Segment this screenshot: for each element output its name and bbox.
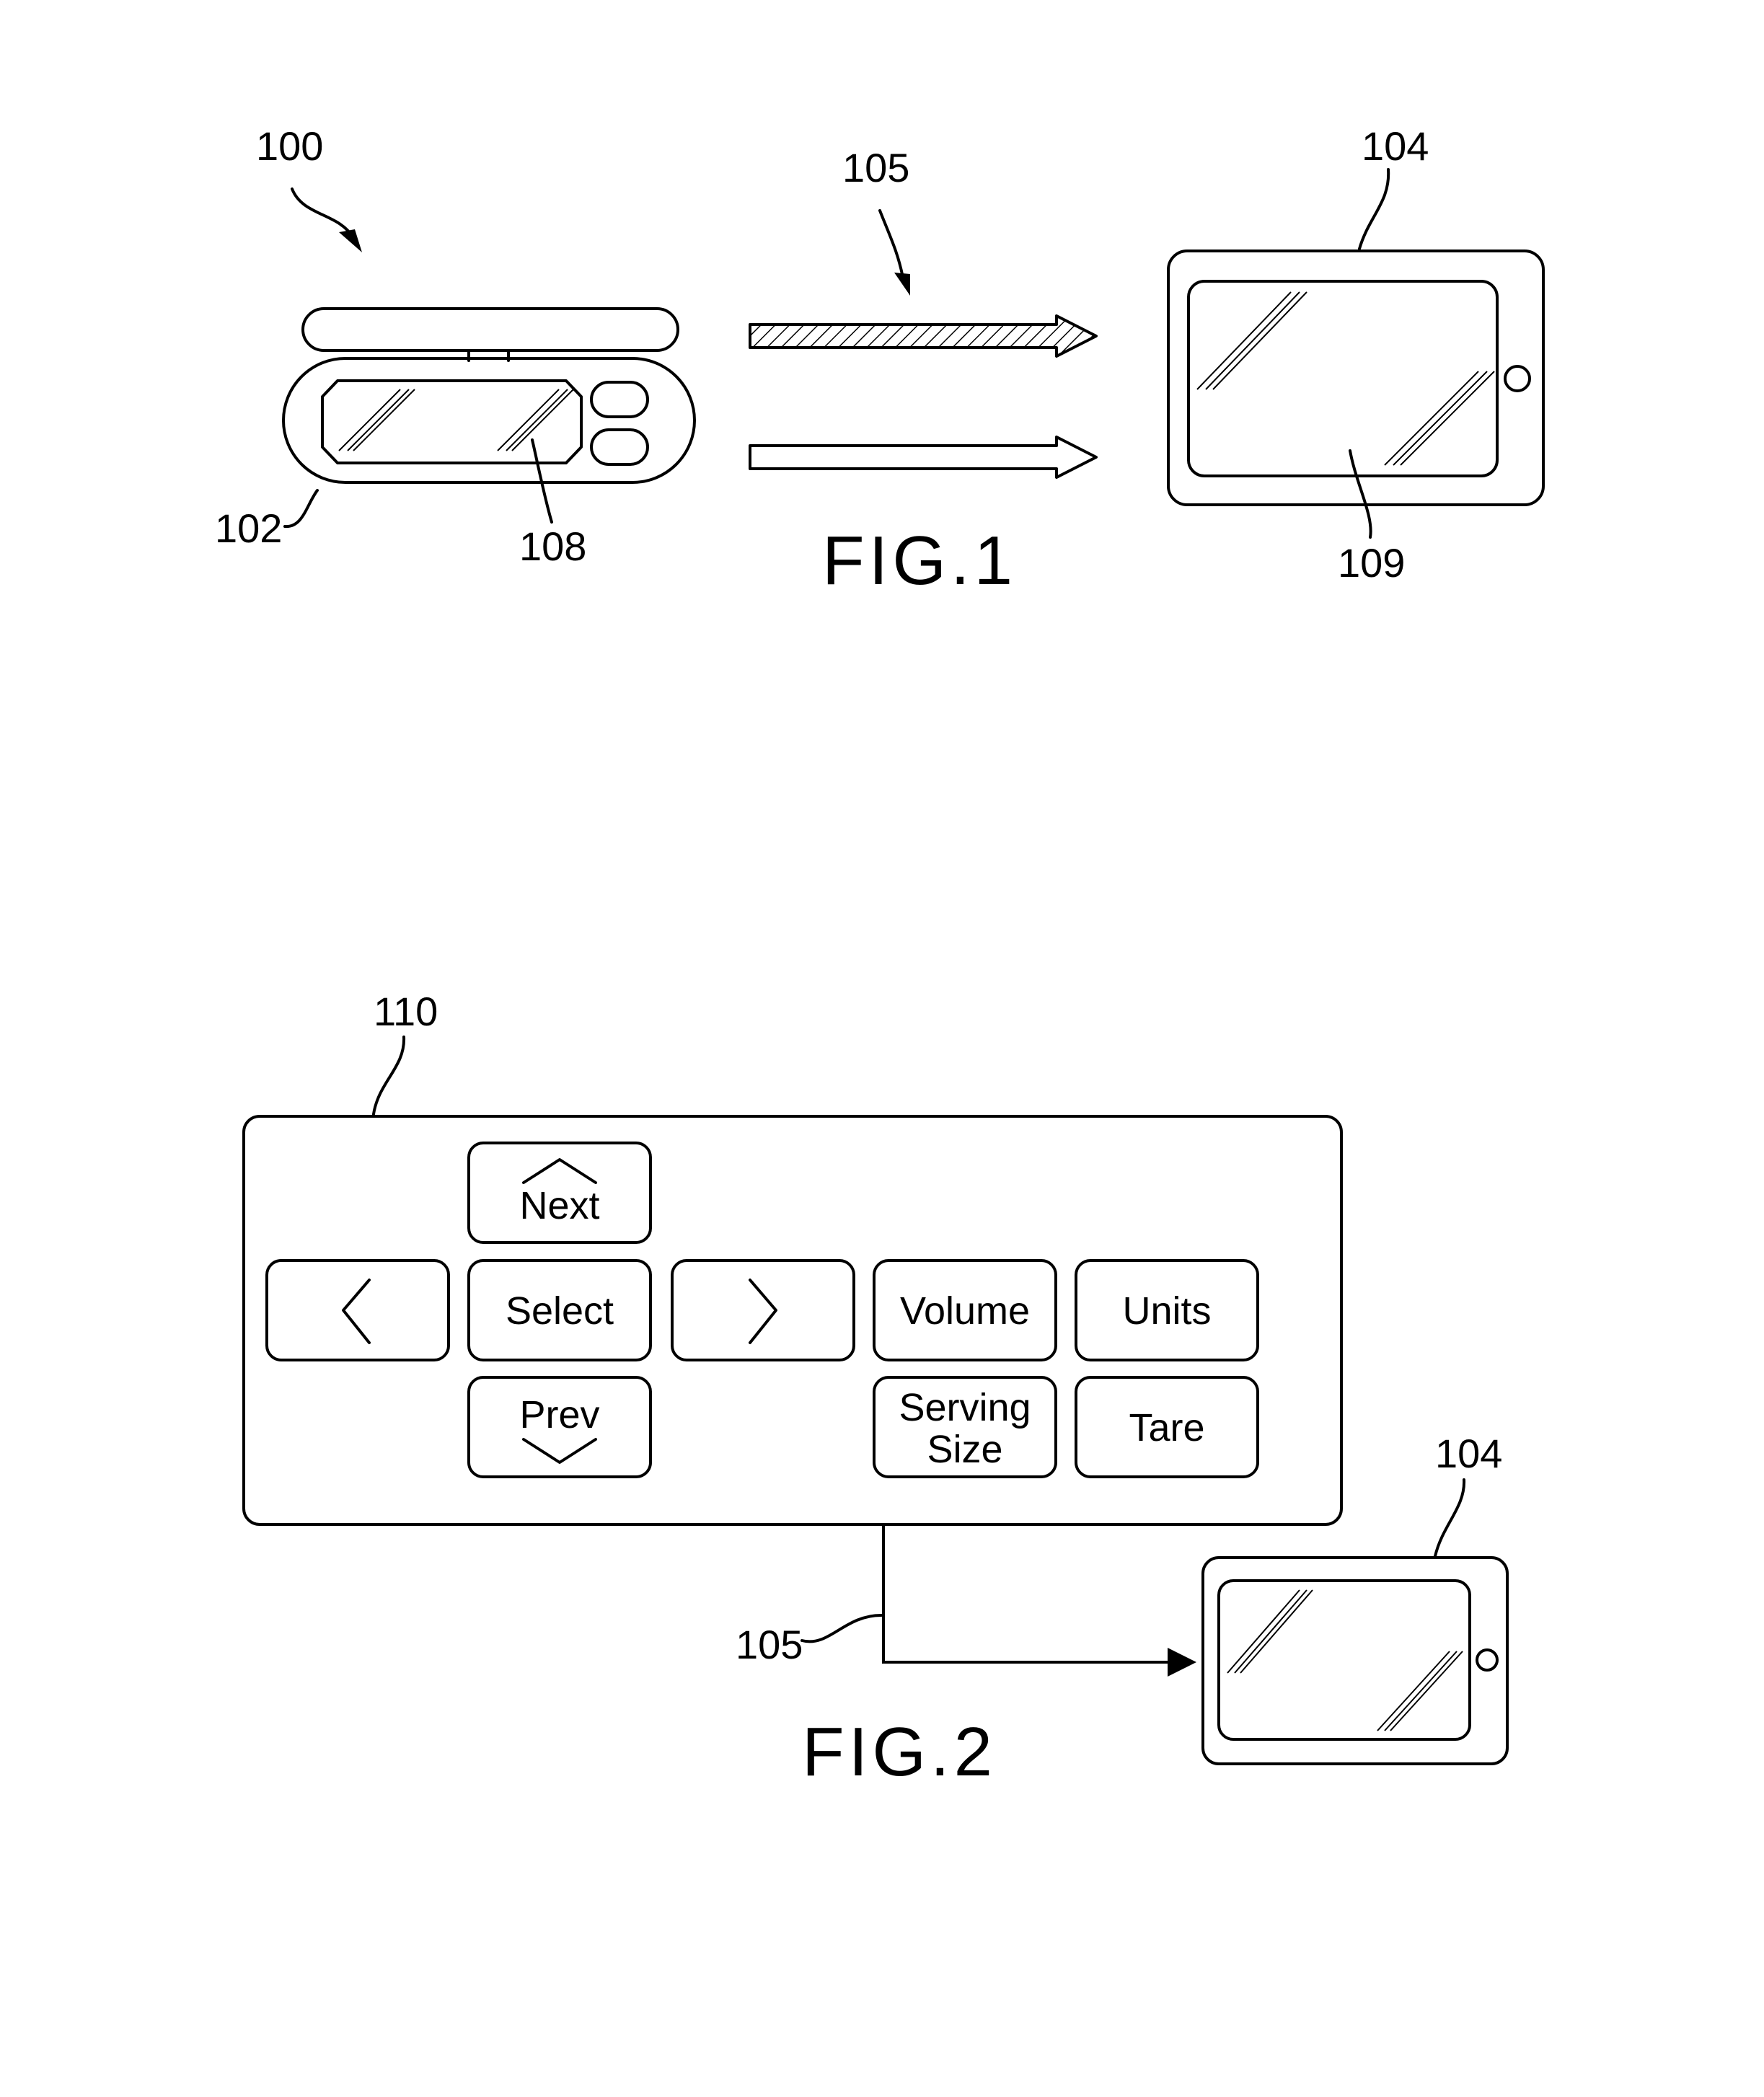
leader-109 bbox=[1350, 451, 1371, 537]
tablet-home-button bbox=[1505, 366, 1530, 391]
leader-100-arrowhead bbox=[339, 229, 362, 252]
volume-key-label: Volume bbox=[900, 1289, 1030, 1333]
figure-2-caption: FIG.2 bbox=[802, 1713, 997, 1791]
ref-label-105-fig1: 105 bbox=[842, 145, 909, 190]
leader-104-fig2 bbox=[1435, 1480, 1464, 1556]
plain-transmission-arrow bbox=[750, 437, 1096, 477]
ref-label-104-fig1: 104 bbox=[1362, 123, 1429, 169]
prev-key-label: Prev bbox=[519, 1393, 599, 1436]
leader-105-fig1 bbox=[880, 211, 903, 278]
serving-size-key[interactable]: Serving Size bbox=[874, 1377, 1056, 1477]
scale-button-top bbox=[591, 382, 648, 417]
select-key[interactable]: Select bbox=[469, 1261, 651, 1360]
serving-size-key-label-line1: Serving bbox=[899, 1386, 1031, 1429]
ref-label-100: 100 bbox=[256, 123, 323, 169]
leader-100 bbox=[292, 189, 353, 238]
units-key[interactable]: Units bbox=[1076, 1261, 1258, 1360]
scale-platform bbox=[303, 309, 678, 350]
figure-2: 110 Next Select Volume Units bbox=[244, 989, 1507, 1791]
leader-110 bbox=[374, 1037, 404, 1114]
ref-label-104-fig2: 104 bbox=[1435, 1431, 1502, 1476]
keypad-to-tablet-link bbox=[883, 1524, 1194, 1662]
ref-label-102: 102 bbox=[215, 506, 282, 551]
ref-label-108: 108 bbox=[519, 524, 586, 569]
ref-label-109: 109 bbox=[1338, 540, 1405, 586]
serving-size-key-label-line2: Size bbox=[927, 1428, 1002, 1471]
leader-102 bbox=[285, 490, 317, 526]
left-arrow-key[interactable] bbox=[267, 1261, 449, 1360]
units-key-label: Units bbox=[1122, 1289, 1211, 1333]
scale-device bbox=[283, 309, 694, 482]
tablet-device-fig2 bbox=[1203, 1558, 1507, 1764]
glare-marks bbox=[1197, 292, 1494, 465]
ref-label-110: 110 bbox=[374, 989, 438, 1034]
scale-button-bottom bbox=[591, 430, 648, 464]
scale-display-108 bbox=[322, 381, 581, 463]
tablet-screen-small bbox=[1219, 1581, 1470, 1739]
tablet-device-fig1 bbox=[1168, 251, 1543, 505]
glare-marks bbox=[339, 389, 573, 451]
select-key-label: Select bbox=[506, 1289, 614, 1333]
glare-marks bbox=[1227, 1590, 1463, 1731]
next-key[interactable]: Next bbox=[469, 1143, 651, 1242]
leader-104-fig1 bbox=[1359, 169, 1388, 249]
leader-105-arrowhead bbox=[894, 273, 910, 296]
figure-1-caption: FIG.1 bbox=[822, 522, 1017, 599]
prev-key[interactable]: Prev bbox=[469, 1377, 651, 1477]
ref-label-105-fig2: 105 bbox=[736, 1622, 803, 1667]
next-key-label: Next bbox=[519, 1184, 599, 1227]
tablet-screen-109 bbox=[1189, 281, 1497, 476]
hatched-transmission-arrow bbox=[750, 316, 1096, 356]
tare-key[interactable]: Tare bbox=[1076, 1377, 1258, 1477]
tare-key-label: Tare bbox=[1129, 1406, 1204, 1449]
right-arrow-key[interactable] bbox=[672, 1261, 854, 1360]
tablet-home-button-small bbox=[1477, 1650, 1497, 1670]
leader-105-fig2 bbox=[802, 1615, 881, 1641]
figure-1: 100 102 108 105 bbox=[215, 123, 1543, 599]
tablet-body-small bbox=[1203, 1558, 1507, 1764]
volume-key[interactable]: Volume bbox=[874, 1261, 1056, 1360]
